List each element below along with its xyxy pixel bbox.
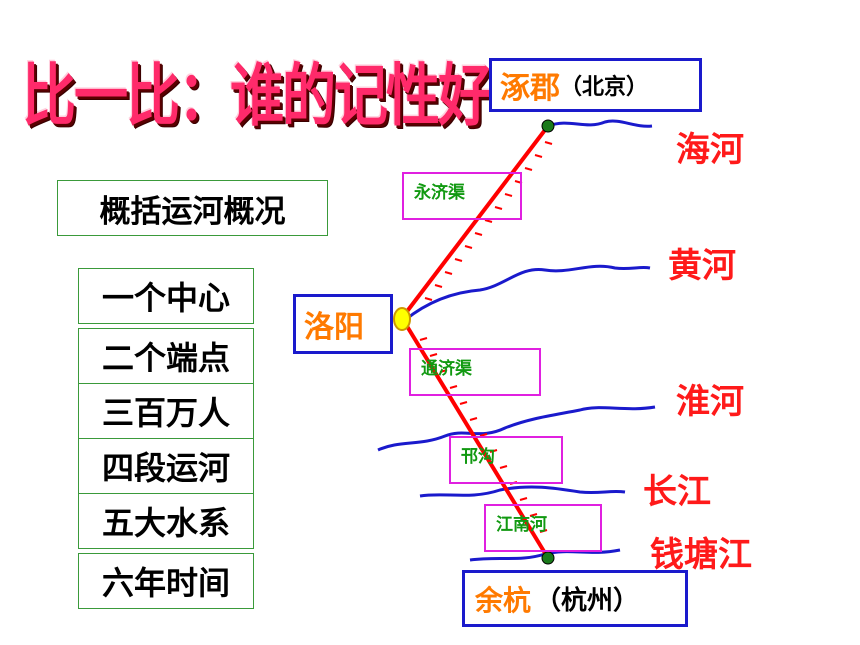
canal-label-jiangnan: 江南河: [484, 504, 602, 552]
city-dot-north: [541, 119, 555, 133]
city-box-north: 涿郡 （北京）: [489, 58, 702, 112]
list-item: 五大水系: [78, 493, 254, 549]
list-item: 二个端点: [78, 328, 254, 384]
city-box-south: 余杭 （杭州）: [462, 570, 688, 627]
list-item: 三百万人: [78, 383, 254, 439]
city-dot-south: [541, 551, 555, 565]
river-label-qiantang: 钱塘江: [650, 535, 752, 575]
city-dot-center: [393, 307, 411, 331]
river-label-chang: 长江: [643, 472, 711, 512]
list-item: 六年时间: [78, 553, 254, 609]
river-label-huang: 黄河: [668, 246, 736, 286]
river-line-chang: [419, 485, 626, 498]
canal-label-tongji: 通济渠: [409, 348, 541, 396]
river-line-huang: [404, 264, 651, 322]
canal-hatches: [419, 141, 553, 533]
canal-line-south: [400, 316, 550, 560]
city-name-south: 余杭: [475, 583, 532, 617]
canal-line-north: [400, 124, 550, 320]
canal-label-hangou: 邗沟: [449, 436, 563, 484]
river-label-hai: 海河: [676, 130, 744, 170]
river-label-huai: 淮河: [676, 382, 744, 422]
canal-label-yongji: 永济渠: [402, 172, 522, 220]
page-title: 比一比：谁的记性好: [22, 56, 492, 135]
city-note-north: （北京）: [560, 75, 649, 100]
river-line-huai: [377, 405, 656, 452]
city-name-north: 涿郡: [500, 71, 560, 106]
list-item: 四段运河: [78, 438, 254, 494]
city-box-center: 洛阳: [293, 294, 393, 354]
list-item: 一个中心: [78, 268, 254, 324]
river-line-hai: [547, 119, 653, 128]
city-name-center: 洛阳: [304, 310, 364, 345]
city-note-south: （杭州）: [535, 586, 640, 616]
summary-label: 概括运河概况: [57, 180, 328, 236]
